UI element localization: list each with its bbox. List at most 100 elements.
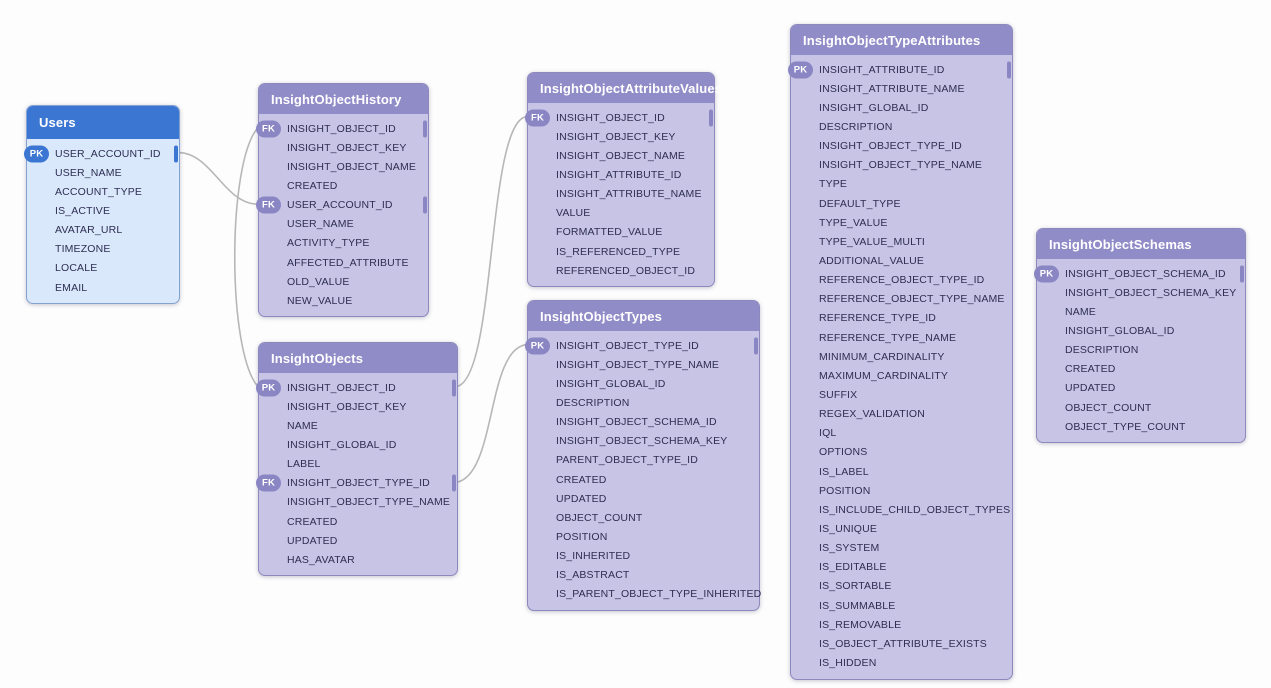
field-name: INSIGHT_OBJECT_SCHEMA_ID	[556, 416, 717, 429]
field-row: INSIGHT_OBJECT_SCHEMA_KEY	[1037, 283, 1245, 302]
field-row: IQL	[791, 424, 1012, 443]
field-row: PK USER_ACCOUNT_ID	[24, 144, 179, 163]
field-row: CREATED	[259, 512, 457, 531]
field-name: DESCRIPTION	[1065, 344, 1139, 357]
field-row: REFERENCED_OBJECT_ID	[528, 261, 714, 280]
field-name: IQL	[819, 427, 837, 440]
field-name: IS_INHERITED	[556, 550, 631, 563]
field-name: POSITION	[556, 530, 608, 543]
field-name: IS_UNIQUE	[819, 522, 878, 535]
table-header[interactable]: InsightObjectSchemas	[1037, 229, 1245, 259]
connection-port[interactable]	[1007, 61, 1011, 79]
field-name: TYPE_VALUE	[819, 216, 888, 229]
field-row: TYPE	[791, 175, 1012, 194]
pk-key-badge: PK	[24, 145, 49, 163]
table-header[interactable]: InsightObjectAttributeValues	[528, 73, 722, 103]
field-row: NAME	[1037, 302, 1245, 321]
table-header[interactable]: InsightObjectTypes	[528, 301, 759, 331]
field-row: OBJECT_TYPE_COUNT	[1037, 417, 1245, 436]
connection-port[interactable]	[452, 474, 456, 492]
field-name: TYPE_VALUE_MULTI	[819, 235, 925, 248]
relation-line	[455, 343, 528, 484]
field-name: INSIGHT_OBJECT_TYPE_NAME	[556, 358, 720, 371]
connection-port[interactable]	[423, 196, 427, 214]
fk-key-badge: FK	[525, 109, 550, 127]
field-name: ACCOUNT_TYPE	[55, 185, 143, 198]
connection-port[interactable]	[174, 145, 178, 163]
field-name: INSIGHT_OBJECT_TYPE_ID	[819, 140, 962, 153]
field-row: NEW_VALUE	[259, 291, 428, 310]
pk-key-badge: PK	[788, 61, 813, 79]
table-header[interactable]: InsightObjectTypeAttributes	[791, 25, 1012, 55]
connection-port[interactable]	[709, 109, 713, 127]
field-row: IS_SYSTEM	[791, 539, 1012, 558]
field-name: INSIGHT_ATTRIBUTE_NAME	[819, 82, 965, 95]
field-row: INSIGHT_OBJECT_SCHEMA_ID	[528, 413, 759, 432]
field-name: MAXIMUM_CARDINALITY	[819, 369, 949, 382]
table-title: Users	[39, 115, 76, 130]
field-name: REFERENCE_TYPE_NAME	[819, 331, 957, 344]
field-row: INSIGHT_OBJECT_TYPE_NAME	[791, 156, 1012, 175]
field-name: IS_SORTABLE	[819, 580, 892, 593]
field-row: IS_INHERITED	[528, 547, 759, 566]
connection-port[interactable]	[754, 337, 758, 355]
field-row: USER_NAME	[27, 163, 179, 182]
field-row: USER_NAME	[259, 215, 428, 234]
field-row: VALUE	[528, 204, 714, 223]
table-header[interactable]: InsightObjects	[259, 343, 457, 373]
field-row: ACCOUNT_TYPE	[27, 182, 179, 201]
field-row: MAXIMUM_CARDINALITY	[791, 366, 1012, 385]
field-row: DESCRIPTION	[791, 117, 1012, 136]
field-name: INSIGHT_OBJECT_KEY	[556, 130, 676, 143]
table-title: InsightObjectTypes	[540, 308, 663, 324]
field-row: TYPE_VALUE	[791, 213, 1012, 232]
table-title: InsightObjectTypeAttributes	[803, 32, 981, 48]
field-name: INSIGHT_OBJECT_SCHEMA_ID	[1065, 267, 1226, 280]
field-name: IS_SYSTEM	[819, 542, 880, 555]
field-row: INSIGHT_OBJECT_KEY	[528, 127, 714, 146]
pk-key-badge: PK	[256, 379, 281, 397]
field-name: ACTIVITY_TYPE	[287, 237, 370, 250]
field-name: INSIGHT_OBJECT_KEY	[287, 141, 407, 154]
field-name: USER_NAME	[287, 218, 354, 231]
field-row: NAME	[259, 416, 457, 435]
connection-port[interactable]	[452, 379, 456, 397]
table-header[interactable]: Users	[27, 106, 179, 139]
relation-line	[234, 127, 259, 388]
field-row: AFFECTED_ATTRIBUTE	[259, 253, 428, 272]
field-row: HAS_AVATAR	[259, 550, 457, 569]
table-header[interactable]: InsightObjectHistory	[259, 84, 428, 114]
field-name: INSIGHT_OBJECT_NAME	[287, 160, 417, 173]
field-row: POSITION	[791, 481, 1012, 500]
field-row: INSIGHT_GLOBAL_ID	[528, 374, 759, 393]
field-name: VALUE	[556, 207, 591, 220]
connection-port[interactable]	[1240, 265, 1244, 283]
field-name: INSIGHT_GLOBAL_ID	[556, 377, 666, 390]
field-row: LABEL	[259, 455, 457, 474]
field-name: INSIGHT_OBJECT_TYPE_NAME	[287, 496, 451, 509]
field-name: OPTIONS	[819, 446, 868, 459]
field-row: INSIGHT_ATTRIBUTE_NAME	[528, 185, 714, 204]
table-title: InsightObjectSchemas	[1049, 236, 1192, 252]
table-title: InsightObjects	[271, 350, 364, 366]
field-name: IS_REFERENCED_TYPE	[556, 245, 681, 258]
field-name: USER_ACCOUNT_ID	[55, 147, 161, 160]
field-name: IS_HIDDEN	[819, 656, 877, 669]
field-row: UPDATED	[259, 531, 457, 550]
field-row: IS_EDITABLE	[791, 558, 1012, 577]
field-row: DESCRIPTION	[528, 393, 759, 412]
field-row: IS_OBJECT_ATTRIBUTE_EXISTS	[791, 634, 1012, 653]
connection-port[interactable]	[423, 120, 427, 138]
field-name: INSIGHT_ATTRIBUTE_NAME	[556, 188, 702, 201]
